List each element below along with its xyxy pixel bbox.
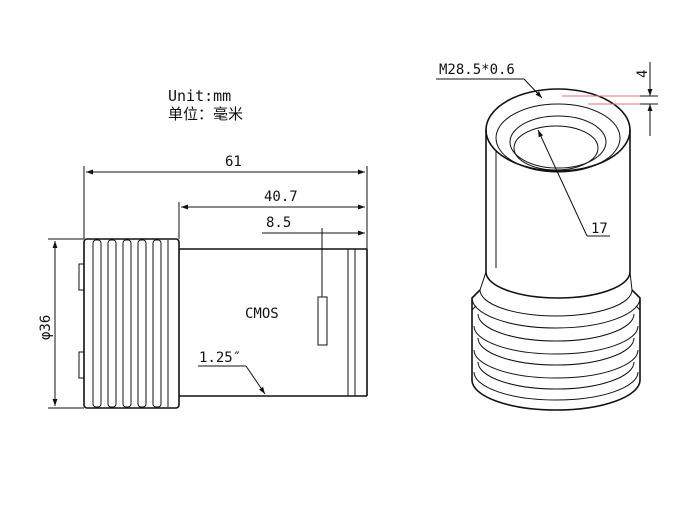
side-view: 61 40.7 8.5 φ36 CMOS 1.25″ [38, 154, 368, 409]
unit-label-cn: 单位：毫米 [168, 105, 243, 123]
thread-callout: M28.5*0.6 [436, 62, 543, 99]
sensor-label: CMOS [245, 306, 279, 322]
top-rim [485, 88, 631, 173]
threaded-base [471, 289, 641, 411]
camera-body [179, 248, 368, 397]
dim-bore-label: 17 [591, 221, 608, 237]
nosepiece-label: 1.25″ [199, 350, 241, 366]
dim-body-length: 40.7 [181, 189, 365, 210]
thread-depth-guides [562, 95, 640, 105]
dim-thread-depth-label: 4 [635, 70, 651, 78]
dim-bore: 17 [537, 129, 610, 237]
nosepiece-callout: 1.25″ [198, 350, 266, 395]
dim-sensor-offset: 8.5 [262, 215, 365, 236]
dim-body-length-label: 40.7 [264, 189, 298, 205]
unit-labels: Unit:mm 单位：毫米 [168, 87, 243, 123]
barrel [479, 130, 633, 317]
dim-diameter: φ36 [38, 238, 84, 409]
unit-label-en: Unit:mm [168, 87, 231, 105]
thread-label: M28.5*0.6 [439, 62, 515, 78]
dim-diameter-label: φ36 [38, 315, 54, 340]
dim-total-length-label: 61 [225, 154, 242, 170]
perspective-view: M28.5*0.6 4 17 [436, 62, 658, 411]
dim-thread-depth: 4 [635, 62, 658, 136]
dim-sensor-offset-label: 8.5 [266, 215, 291, 231]
knurled-grip [78, 238, 180, 409]
sensor-plane-marker [317, 296, 328, 346]
dim-total-length: 61 [86, 154, 365, 175]
